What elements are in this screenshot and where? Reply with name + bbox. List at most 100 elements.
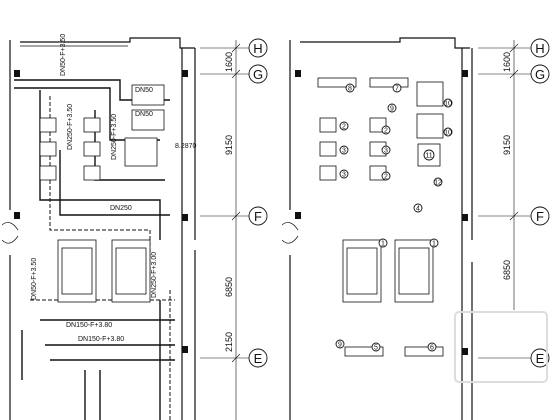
equipment-tags: 8 7 9 10 10 2 3 3 3 2 2 11 12 4 [335, 83, 453, 352]
tag-bubble [335, 339, 345, 349]
pipe-label: DN50 [135, 87, 153, 94]
chiller-inner [115, 247, 147, 295]
header-pipe [317, 77, 357, 88]
grid-bubble [248, 206, 268, 226]
grid-label: G [535, 67, 545, 82]
tag-bubble [381, 145, 391, 155]
pipe-label: DN150-F+3.80 [78, 336, 124, 343]
pump [39, 165, 57, 181]
tag-bubble [427, 342, 437, 352]
chiller-inner [398, 247, 430, 295]
grid-bubble [248, 38, 268, 58]
tag-label: 3 [342, 148, 346, 155]
column [462, 348, 468, 355]
right-top-wall [300, 37, 470, 49]
chiller-inner [346, 247, 378, 295]
dimension-label: 9150 [502, 135, 512, 155]
pump [319, 165, 337, 181]
grid-label: G [253, 67, 263, 82]
pipe-label: DN250 [110, 205, 132, 212]
tag-label: 3 [342, 172, 346, 179]
tag-label: 6 [430, 345, 434, 352]
tag-bubble [392, 83, 402, 93]
tank [131, 109, 165, 131]
pump-group [39, 117, 101, 181]
tag-label: 10 [444, 101, 452, 108]
grid-bubble [248, 348, 268, 368]
pipe-run [59, 150, 170, 216]
grid-bubble [248, 64, 268, 84]
tag-label: 9 [390, 106, 394, 113]
pump [319, 117, 337, 133]
pipe-label: DN250-F+3.50 [111, 114, 118, 160]
tag-bubble [339, 121, 349, 131]
left-top-wall [20, 37, 195, 49]
tag-label: 7 [395, 86, 399, 93]
dimension-label: 1600 [502, 52, 512, 72]
pump [83, 165, 101, 181]
right-plan: 8 7 9 10 10 2 3 3 3 2 2 11 12 4 [281, 37, 550, 420]
grid-label: H [253, 41, 262, 56]
tag-bubble [443, 98, 453, 108]
tag-bubble [381, 125, 391, 135]
tank [131, 84, 165, 106]
grid-bubble [530, 64, 550, 84]
tag-label: 10 [444, 130, 452, 137]
left-plan: DN50-F+3.50 DN50 DN50 DN250-F+3.50 DN250… [1, 34, 268, 420]
tag-bubble [443, 127, 453, 137]
tag-bubble [387, 103, 397, 113]
tank [416, 81, 444, 107]
left-door-swing [1, 222, 19, 231]
column [14, 212, 20, 219]
dimension-label: 2150 [224, 332, 234, 352]
tag-label: 5 [374, 345, 378, 352]
tag-bubble [345, 83, 355, 93]
column [462, 70, 468, 77]
pump [39, 117, 57, 133]
column [295, 212, 301, 219]
pipe-label: DN250-F+3.50 [67, 104, 74, 150]
header-pipe [404, 346, 444, 357]
pump [319, 141, 337, 157]
tag-label: 2 [342, 124, 346, 131]
tag-bubble [381, 171, 391, 181]
pipe-label: DN150-F+3.80 [66, 322, 112, 329]
tag-bubble [371, 342, 381, 352]
left-door-swing-2 [1, 235, 19, 244]
tag-label: 12 [434, 180, 442, 187]
tank [416, 113, 444, 139]
header-pipe [369, 77, 409, 88]
pipe-label: DN50 [135, 111, 153, 118]
column [182, 70, 188, 77]
tag-label: 11 [425, 153, 432, 160]
dimension-label: 9150 [224, 135, 234, 155]
tag-bubble [433, 177, 443, 187]
column [182, 346, 188, 353]
right-door-swing [281, 222, 299, 231]
elevation-note: 8.2870 [175, 143, 197, 150]
grid-bubble [530, 206, 550, 226]
tag-bubble [378, 238, 388, 248]
tag-label: 8 [348, 86, 352, 93]
tag-bubble [413, 203, 423, 213]
pump [83, 117, 101, 133]
column [14, 70, 20, 77]
pump [39, 141, 57, 157]
tag-label: 2 [384, 174, 388, 181]
pipe-label: DN50-F+3.50 [60, 34, 67, 76]
watermark-box [454, 311, 548, 383]
dimension-label: 1600 [224, 52, 234, 72]
right-door-swing-2 [281, 235, 299, 244]
pipe-label: DN50-F+3.50 [31, 258, 38, 300]
column [462, 214, 468, 221]
tag-label: 9 [338, 342, 342, 349]
dimension-ticks [231, 43, 241, 363]
dimension-label: 6850 [224, 277, 234, 297]
pipe-label: DN250-F+3.00 [151, 252, 158, 298]
pump [83, 141, 101, 157]
column [295, 70, 301, 77]
tag-bubble [423, 149, 435, 161]
grid-label: F [536, 209, 544, 224]
grid-label: F [254, 209, 262, 224]
